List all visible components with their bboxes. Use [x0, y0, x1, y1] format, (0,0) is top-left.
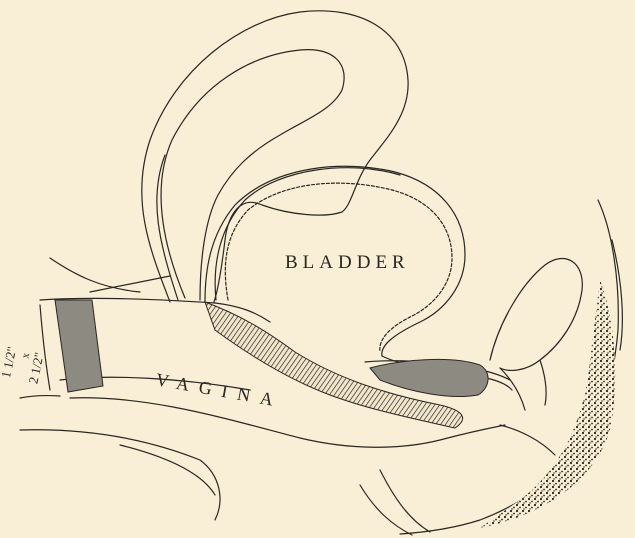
vagina-label: VAGINA	[154, 369, 284, 411]
symphysis-outline	[490, 258, 582, 370]
vaginal-wall-segment	[55, 300, 103, 392]
stippled-tissue	[480, 280, 615, 528]
urethral-wall	[370, 359, 488, 396]
dimension-top: 1 1/2"	[0, 345, 19, 379]
bladder-label: BLADDER	[285, 252, 410, 273]
dimension-note: 1 1/2" x 2 1/2"	[0, 345, 47, 385]
